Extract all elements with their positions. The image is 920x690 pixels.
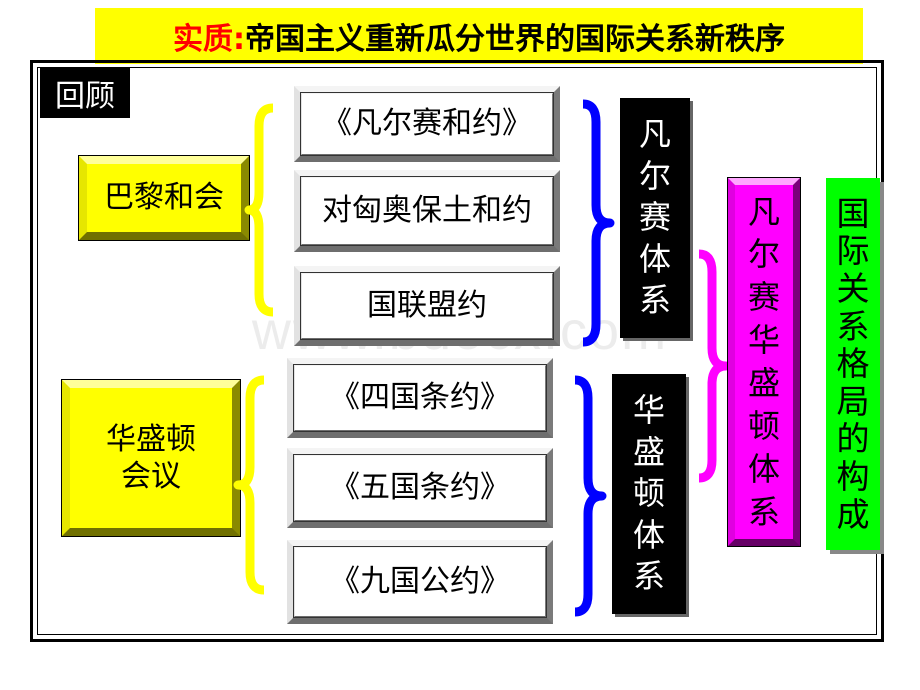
pattern-char: 格	[836, 344, 870, 384]
treaty-austria-label: 对匈奥保土和约	[322, 193, 532, 229]
paris-yellow-bracket	[244, 103, 274, 317]
vw-system-char: 尔	[747, 235, 780, 274]
vw-system-char: 体	[747, 449, 780, 488]
washington-system-box: 华 盛 顿 体 系	[612, 374, 686, 614]
washington-yellow-bracket	[233, 375, 265, 595]
versailles-washington-system-box: 凡 尔 赛 华 盛 顿 体 系	[727, 177, 801, 547]
washington-system-char: 系	[632, 557, 665, 596]
treaty-four-power-label: 《四国条约》	[330, 380, 510, 416]
pattern-char: 系	[836, 306, 870, 346]
versailles-system-char: 凡	[638, 115, 671, 154]
diagram-frame	[30, 60, 884, 642]
washington-system-char: 华	[632, 391, 665, 430]
treaty-league-box: 国联盟约	[294, 266, 560, 346]
versailles-system-box: 凡 尔 赛 体 系	[620, 98, 690, 338]
versailles-system-char: 系	[638, 281, 671, 320]
treaty-nine-power-label: 《九国公约》	[330, 564, 510, 600]
treaty-versailles-box: 《凡尔赛和约》	[294, 86, 560, 162]
vw-system-char: 华	[747, 321, 780, 360]
washington-system-char: 体	[632, 515, 665, 554]
magenta-bracket	[698, 249, 731, 483]
international-pattern-box: 国 际 关 系 格 局 的 构 成	[826, 178, 880, 550]
treaty-versailles-label: 《凡尔赛和约》	[322, 106, 532, 142]
pattern-char: 的	[836, 419, 870, 459]
review-label: 回顾	[40, 68, 130, 118]
versailles-system-char: 尔	[638, 156, 671, 195]
versailles-system-char: 赛	[638, 198, 671, 237]
vw-system-char: 盛	[747, 364, 780, 402]
title-prefix: 实质:	[173, 22, 245, 57]
pattern-char: 国	[836, 193, 870, 233]
treaty-austria-box: 对匈奥保土和约	[294, 170, 560, 252]
vw-system-char: 赛	[747, 278, 780, 317]
title-banner: 实质:帝国主义重新瓜分世界的国际关系新秩序	[95, 8, 863, 64]
vw-system-char: 凡	[747, 192, 780, 231]
washington-conference-line1: 华盛顿	[106, 421, 196, 457]
pattern-char: 构	[836, 457, 870, 497]
pattern-char: 关	[836, 268, 870, 308]
vw-system-char: 系	[747, 492, 780, 531]
treaty-four-power-box: 《四国条约》	[287, 358, 553, 438]
treaty-league-label: 国联盟约	[367, 288, 487, 324]
pattern-char: 成	[836, 494, 870, 534]
washington-blue-bracket	[574, 375, 607, 617]
treaty-nine-power-box: 《九国公约》	[287, 540, 553, 624]
paris-conference-label: 巴黎和会	[104, 180, 224, 216]
vw-system-char: 顿	[747, 406, 780, 445]
washington-system-char: 顿	[632, 474, 665, 513]
washington-system-char: 盛	[632, 432, 665, 471]
title-text: 帝国主义重新瓜分世界的国际关系新秩序	[245, 22, 785, 57]
pattern-char: 际	[836, 231, 870, 271]
pattern-char: 局	[836, 381, 870, 421]
paris-conference-box: 巴黎和会	[78, 155, 250, 241]
treaty-five-power-box: 《五国条约》	[287, 448, 553, 528]
washington-conference-line2: 会议	[121, 459, 181, 494]
treaty-five-power-label: 《五国条约》	[330, 470, 510, 506]
versailles-system-char: 体	[638, 239, 671, 278]
washington-conference-box: 华盛顿 会议	[61, 379, 241, 537]
versailles-blue-bracket	[582, 99, 615, 347]
